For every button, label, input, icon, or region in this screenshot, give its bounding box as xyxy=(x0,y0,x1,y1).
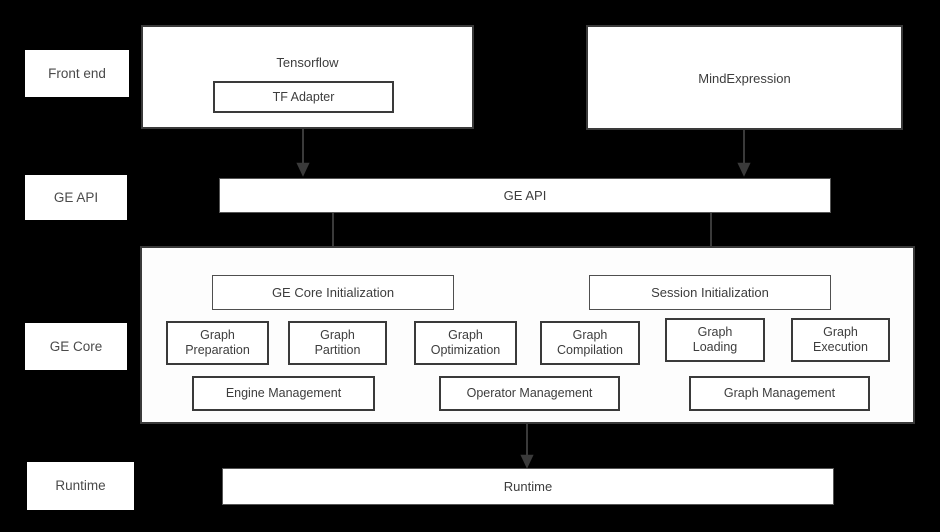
runtime-bar[interactable]: Runtime xyxy=(222,468,834,505)
tier-label-ge-core-text: GE Core xyxy=(49,338,103,354)
graph-loading-label: Graph Loading xyxy=(692,325,738,354)
tf-adapter-label: TF Adapter xyxy=(272,89,335,104)
tier-label-front-end-text: Front end xyxy=(48,65,106,81)
tier-label-ge-core: GE Core xyxy=(25,323,127,370)
operator-management-label: Operator Management xyxy=(466,386,593,401)
tf-adapter-box[interactable]: TF Adapter xyxy=(213,81,394,113)
session-initialization-box[interactable]: Session Initialization xyxy=(589,275,831,310)
graph-partition-box[interactable]: Graph Partition xyxy=(288,321,387,365)
ge-core-initialization-label: GE Core Initialization xyxy=(271,284,395,300)
graph-execution-label: Graph Execution xyxy=(813,325,868,354)
mindexpression-title: MindExpression xyxy=(698,71,791,86)
mindexpression-container xyxy=(586,25,903,130)
graph-preparation-label: Graph Preparation xyxy=(185,328,250,357)
tensorflow-container xyxy=(141,25,474,129)
graph-management-label: Graph Management xyxy=(723,386,836,401)
ge-api-bar[interactable]: GE API xyxy=(219,178,831,213)
graph-management-box[interactable]: Graph Management xyxy=(689,376,870,411)
graph-optimization-label: Graph Optimization xyxy=(430,328,501,357)
graph-compilation-box[interactable]: Graph Compilation xyxy=(540,321,640,365)
tier-label-ge-api: GE API xyxy=(25,175,127,220)
tensorflow-title: Tensorflow xyxy=(276,55,339,70)
graph-preparation-box[interactable]: Graph Preparation xyxy=(166,321,269,365)
graph-partition-label: Graph Partition xyxy=(314,328,361,357)
operator-management-box[interactable]: Operator Management xyxy=(439,376,620,411)
graph-execution-box[interactable]: Graph Execution xyxy=(791,318,890,362)
graph-loading-box[interactable]: Graph Loading xyxy=(665,318,765,362)
tier-label-runtime-text: Runtime xyxy=(55,478,106,494)
engine-management-box[interactable]: Engine Management xyxy=(192,376,375,411)
tier-label-front-end: Front end xyxy=(25,50,129,97)
graph-optimization-box[interactable]: Graph Optimization xyxy=(414,321,517,365)
runtime-bar-label: Runtime xyxy=(503,478,553,494)
tier-label-runtime: Runtime xyxy=(27,462,134,510)
ge-api-bar-label: GE API xyxy=(503,187,547,203)
session-initialization-label: Session Initialization xyxy=(651,284,769,300)
ge-core-initialization-box[interactable]: GE Core Initialization xyxy=(212,275,454,310)
tier-label-ge-api-text: GE API xyxy=(53,189,99,205)
graph-compilation-label: Graph Compilation xyxy=(556,328,623,357)
engine-management-label: Engine Management xyxy=(225,386,342,401)
